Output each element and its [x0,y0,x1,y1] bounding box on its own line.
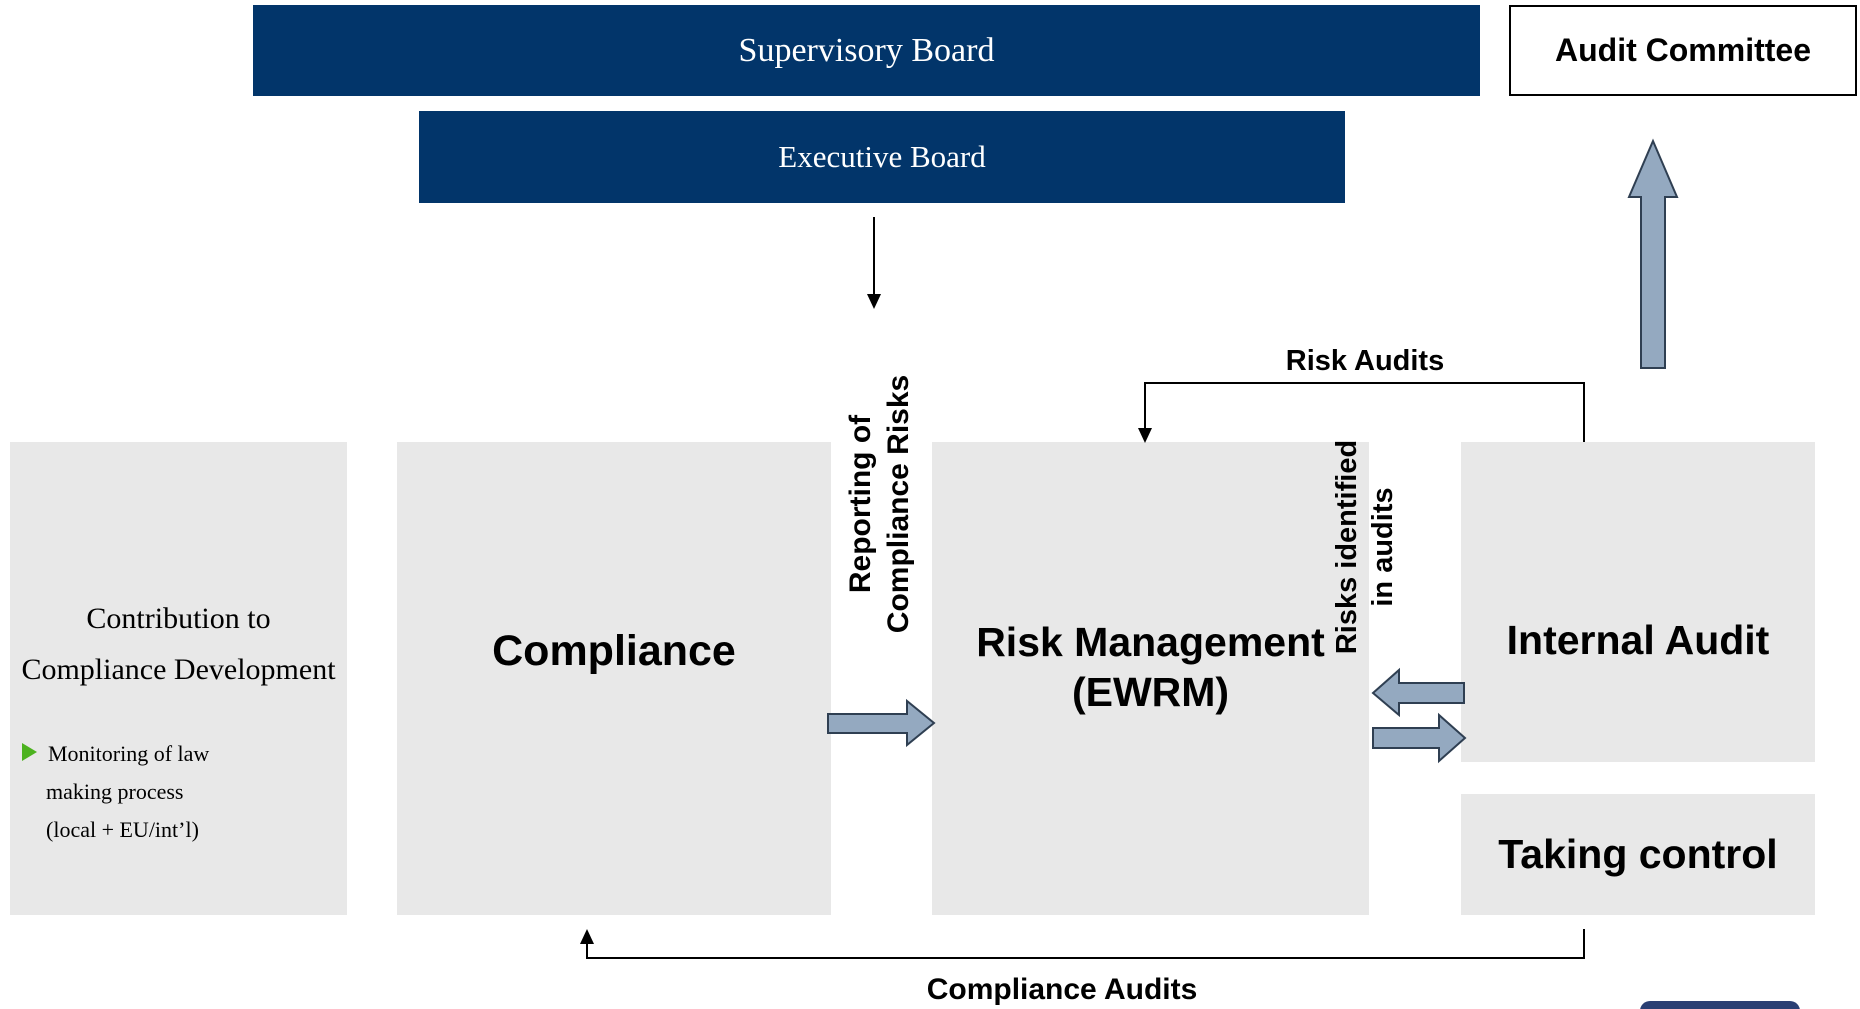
taking-control-label: Taking control [1498,831,1778,877]
audit-committee: Audit Committee [1509,5,1857,96]
risk-management-sublabel: (EWRM) [1071,669,1230,715]
risk-audits-label: Risk Audits [1285,345,1445,377]
risk-audits-arrowhead [1138,428,1152,443]
reporting-label: Reporting of Compliance Risks [700,375,1060,633]
executive-board-label: Executive Board [778,139,986,174]
internal-audit-label: Internal Audit [1506,617,1770,663]
supervisory-board: Supervisory Board [253,5,1480,96]
risks-identified-line1: Risks identified [1331,439,1363,655]
risk-audits-line [1144,382,1585,442]
internal-audit-box: Internal Audit [1461,442,1815,762]
contribution-bullet: Monitoring of law making process (local … [20,735,340,849]
contribution-box [10,442,347,915]
bullet-triangle-icon [22,743,37,761]
reporting-line1: Reporting of [844,414,877,594]
risk-management-label: Risk Management [976,619,1325,665]
contribution-title-line1: Contribution to [86,602,271,635]
risks-identified-label: Risks identified in audits [1240,440,1490,654]
supervisory-board-label: Supervisory Board [738,31,995,69]
compliance-audits-line [586,929,1585,959]
contribution-title: Contribution to Compliance Development [10,593,347,695]
up-arrow-icon [1627,138,1679,369]
bullet-line3: (local + EU/int’l) [46,817,199,842]
contribution-title-line2: Compliance Development [21,653,336,686]
compliance-label: Compliance [492,627,736,675]
taking-control-box: Taking control [1461,794,1815,915]
bullet-line1: Monitoring of law [48,741,210,766]
risks-identified-line2: in audits [1367,487,1399,607]
reporting-line2: Compliance Risks [882,374,915,634]
bullet-line2: making process [46,779,184,804]
right-arrow-icon [827,698,936,748]
risk-management-box: Risk Management (EWRM) [932,442,1369,915]
left-arrow-icon [1371,667,1465,718]
exec-down-arrowhead [867,294,881,309]
compliance-audits-label: Compliance Audits [926,973,1198,1006]
audit-committee-label: Audit Committee [1555,32,1811,68]
logo [1640,1001,1800,1009]
compliance-audits-arrowhead [580,929,594,944]
executive-board: Executive Board [419,111,1345,203]
right-arrow-icon-2 [1372,712,1467,764]
compliance-box: Compliance [397,442,831,915]
